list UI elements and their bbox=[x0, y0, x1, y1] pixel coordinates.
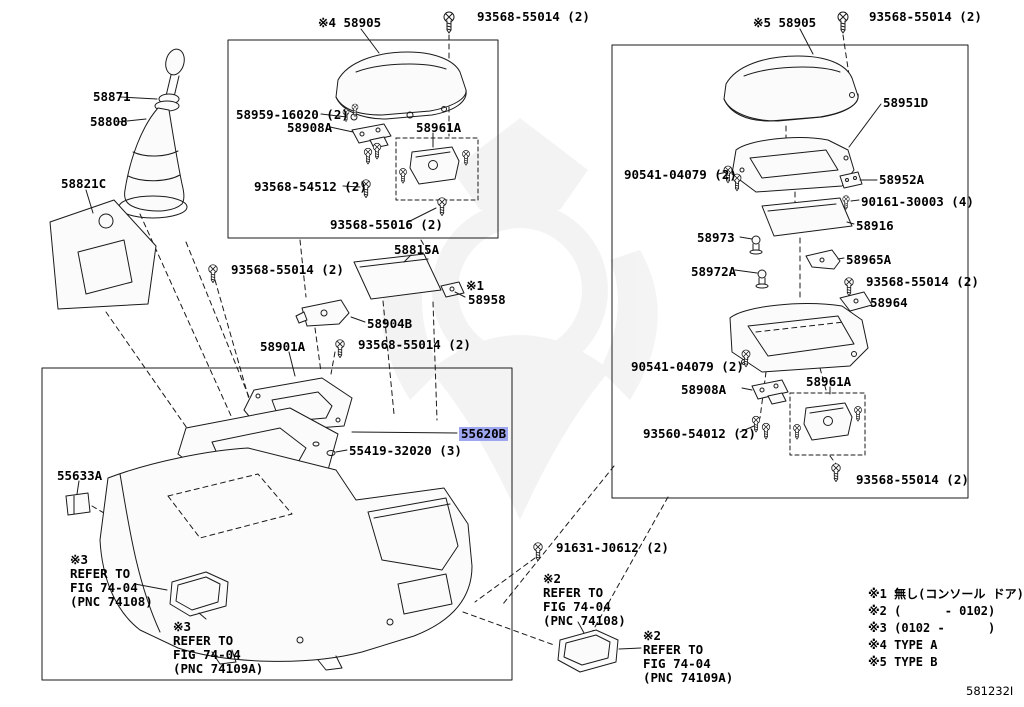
console-panel-upper-shape bbox=[49, 199, 157, 310]
part-label-58951d: 58951D bbox=[883, 95, 929, 110]
part-label-58916: 58916 bbox=[856, 218, 894, 233]
refer-note-2a: ※2 REFER TO FIG 74-04 (PNC 74108) bbox=[543, 571, 626, 628]
part-label-58815a: 58815A bbox=[394, 242, 440, 257]
pad-58916-shape bbox=[761, 197, 853, 237]
legend-note-1: ※1 無し(コンソール ドア) bbox=[868, 587, 1024, 601]
part-label-58961a-right: 58961A bbox=[806, 374, 852, 389]
part-label-58959-16020: 58959-16020 (2) bbox=[236, 107, 349, 122]
shift-boot-shape bbox=[118, 107, 188, 219]
hinge-58908a-right-shape bbox=[751, 379, 789, 405]
armrest-lid-a-shape bbox=[335, 51, 467, 121]
legend-note-5: ※5 TYPE B bbox=[868, 655, 938, 669]
armrest-lid-b-shape bbox=[723, 55, 859, 122]
part-label-93568-55014-e: 93568-55014 (2) bbox=[866, 274, 979, 289]
part-label-93560-54012: 93560-54012 (2) bbox=[643, 426, 756, 441]
legend-note-3: ※3 (0102 - ) bbox=[868, 621, 996, 635]
bracket-58964-shape bbox=[839, 291, 873, 312]
part-label-58964: 58964 bbox=[870, 295, 908, 310]
bracket-type3-shape bbox=[169, 571, 229, 617]
lock-a-shape bbox=[395, 137, 479, 201]
part-label-93568-55014-a: 93568-55014 (2) bbox=[477, 9, 590, 24]
lock-b-shape bbox=[789, 392, 866, 456]
part-label-93568-54512: 93568-54512 (2) bbox=[254, 179, 367, 194]
part-label-58973: 58973 bbox=[697, 230, 735, 245]
legend-note-2: ※2 ( - 0102) bbox=[868, 604, 996, 618]
part-label-58958: 58958 bbox=[468, 292, 506, 307]
part-label-93568-55016: 93568-55016 (2) bbox=[330, 217, 443, 232]
lid-frame-58951d-shape bbox=[731, 137, 855, 193]
part-label-93568-55014-f: 93568-55014 (2) bbox=[856, 472, 969, 487]
clip-58973-shape bbox=[749, 235, 763, 255]
console-door-base-shape bbox=[729, 303, 869, 373]
part-label-58821c: 58821C bbox=[61, 176, 107, 191]
bracket-58965a-shape bbox=[805, 249, 841, 270]
leader-lines bbox=[76, 28, 882, 650]
refer-note-2b: ※2 REFER TO FIG 74-04 (PNC 74109A) bbox=[643, 628, 734, 685]
part-label-58904b: 58904B bbox=[367, 316, 413, 331]
screw-icon bbox=[437, 197, 447, 217]
console-body-shape bbox=[99, 447, 473, 671]
console-pad-shape bbox=[353, 253, 442, 300]
part-label-58908a-left: 58908A bbox=[287, 120, 333, 135]
legend-notes: ※1 無し(コンソール ドア) ※2 ( - 0102) ※3 (0102 - … bbox=[868, 586, 1024, 671]
refer-note-3b: ※3 REFER TO FIG 74-04 (PNC 74109A) bbox=[173, 619, 264, 676]
part-label-58905-type-a: ※4 58905 bbox=[318, 15, 382, 30]
part-label-58972a: 58972A bbox=[691, 264, 737, 279]
screw-icon bbox=[761, 422, 771, 440]
part-label-55620b-highlighted: 55620B bbox=[459, 426, 509, 441]
screw-icon bbox=[363, 147, 373, 165]
screw-icon bbox=[854, 406, 862, 422]
part-label-90541-04079-a: 90541-04079 (2) bbox=[624, 167, 737, 182]
part-label-90161-30003: 90161-30003 (4) bbox=[861, 194, 974, 209]
screw-icon bbox=[443, 11, 455, 34]
part-label-91631-j0612: 91631-J0612 (2) bbox=[556, 540, 669, 555]
assembly-boxes bbox=[41, 39, 969, 681]
part-label-58901a: 58901A bbox=[260, 339, 306, 354]
part-label-58958-marker: ※1 bbox=[466, 278, 484, 293]
clip-58972a-shape bbox=[755, 269, 769, 289]
hinge-plate-a-shape bbox=[351, 123, 392, 149]
screw-icon bbox=[372, 142, 382, 160]
screw-icon bbox=[335, 339, 345, 359]
part-label-58871: 58871 bbox=[93, 89, 131, 104]
part-label-58965a: 58965A bbox=[846, 252, 892, 267]
part-label-58908a-right: 58908A bbox=[681, 382, 727, 397]
part-label-55419-32020: 55419-32020 (3) bbox=[349, 443, 462, 458]
shift-lever-shape bbox=[154, 48, 185, 112]
part-label-55633a: 55633A bbox=[57, 468, 103, 483]
screw-icon bbox=[831, 463, 841, 483]
part-label-93568-55014-b: 93568-55014 (2) bbox=[869, 9, 982, 24]
part-label-90541-04079-b: 90541-04079 (2) bbox=[631, 359, 744, 374]
page-code: 581232I bbox=[966, 684, 1014, 698]
screw-icon bbox=[844, 277, 854, 297]
part-label-58952a: 58952A bbox=[879, 172, 925, 187]
part-label-58905-type-b: ※5 58905 bbox=[753, 15, 817, 30]
clip-55633a-shape bbox=[65, 492, 91, 516]
part-label-93568-55014-d: 93568-55014 (2) bbox=[358, 337, 471, 352]
part-label-58808: 58808 bbox=[90, 114, 128, 129]
hinge-58904b-shape bbox=[295, 299, 350, 327]
screw-icon bbox=[837, 11, 849, 34]
legend-note-4: ※4 TYPE A bbox=[868, 638, 938, 652]
screw-icon bbox=[208, 264, 218, 284]
part-label-93568-55014-c: 93568-55014 (2) bbox=[231, 262, 344, 277]
screw-icon bbox=[399, 168, 407, 184]
bracket-type2-shape bbox=[557, 629, 619, 673]
part-label-58961a-left: 58961A bbox=[416, 120, 462, 135]
refer-note-3a: ※3 REFER TO FIG 74-04 (PNC 74108) bbox=[70, 552, 153, 609]
hinge-58952a-shape bbox=[839, 171, 863, 189]
screw-icon bbox=[793, 424, 801, 440]
watermark-graphic bbox=[382, 118, 658, 520]
